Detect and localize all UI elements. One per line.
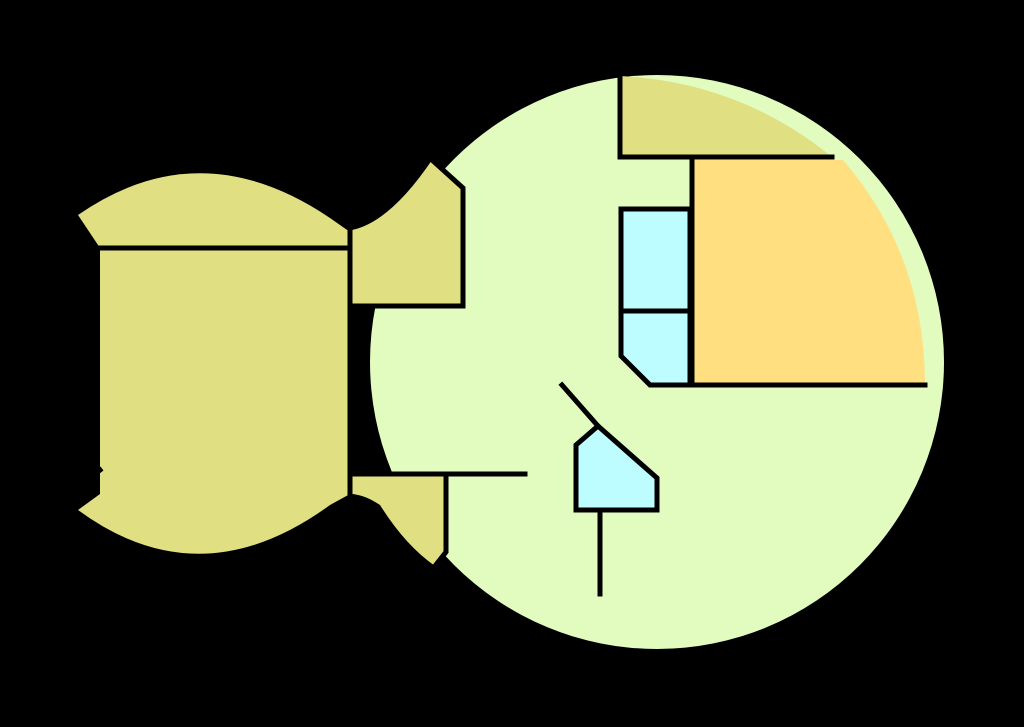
wall-diagonal	[558, 381, 602, 430]
wall-upper-connector	[349, 156, 466, 309]
service-room-upper	[621, 209, 690, 310]
left-wing-upper-lobe	[78, 173, 350, 248]
wall-lower-connector-side	[431, 471, 449, 570]
left-wing-room	[100, 248, 350, 494]
left-wing-lower-lobe	[78, 494, 350, 554]
service-room-center	[576, 426, 657, 510]
upper-connector-room	[352, 160, 463, 306]
wall-service-rooms	[618, 206, 693, 388]
main-room	[692, 160, 925, 385]
lower-connector-room	[352, 474, 446, 566]
wall-upper-right-room	[617, 73, 835, 160]
service-room-lower	[621, 312, 690, 385]
wall-left-wing-bottom	[74, 466, 104, 491]
walls	[74, 73, 928, 597]
upper-right-room	[620, 76, 832, 157]
wall-service-center	[573, 422, 660, 513]
